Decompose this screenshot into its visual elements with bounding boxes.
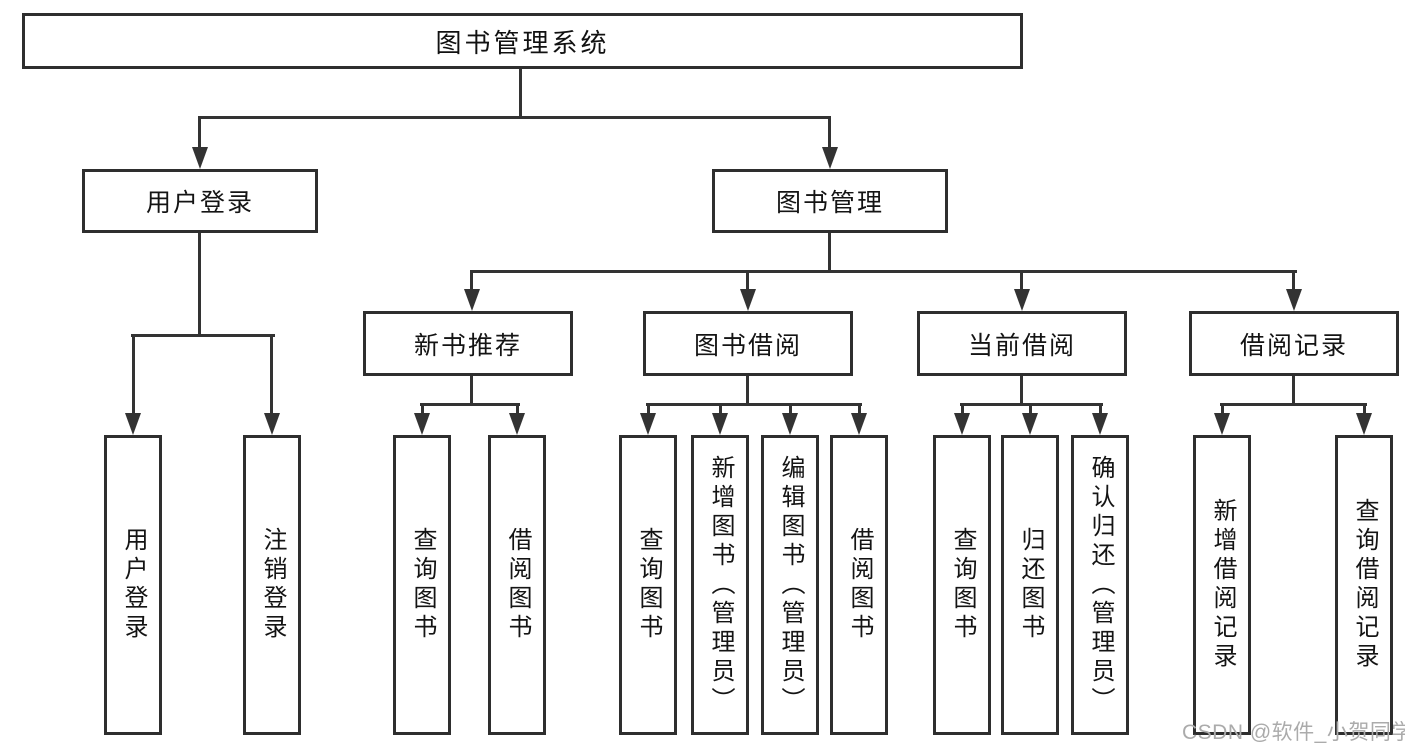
leaf-query-book-current: 查询图书 <box>933 435 991 735</box>
leaf-confirm-return-admin-label: 确认归还（管理员） <box>1087 454 1114 716</box>
csdn-watermark: CSDN @软件_小贺同学 <box>1182 721 1405 744</box>
leaf-add-borrow-record-label: 新增借阅记录 <box>1209 498 1236 672</box>
connector-line <box>198 116 201 149</box>
node-borrow-records-label: 借阅记录 <box>1239 331 1348 360</box>
connector-branch <box>646 403 862 406</box>
connector-line <box>1363 403 1366 415</box>
connector-line <box>746 376 749 405</box>
connector-line <box>198 233 201 336</box>
connector-branch <box>420 403 520 406</box>
leaf-query-borrow-record: 查询借阅记录 <box>1335 435 1393 735</box>
node-current-borrow-label: 当前借阅 <box>967 331 1076 360</box>
arrow-down-icon <box>414 413 430 435</box>
leaf-confirm-return-admin: 确认归还（管理员） <box>1071 435 1129 735</box>
leaf-logout: 注销登录 <box>243 435 301 735</box>
arrow-down-icon <box>1092 413 1108 435</box>
connector-line <box>270 334 273 414</box>
arrow-down-icon <box>740 289 756 311</box>
connector-line <box>1221 403 1224 415</box>
connector-line <box>828 116 831 149</box>
node-book-management-label: 图书管理 <box>775 189 884 217</box>
leaf-query-book-current-label: 查询图书 <box>949 527 976 643</box>
node-current-borrow: 当前借阅 <box>917 311 1127 376</box>
node-borrow-records: 借阅记录 <box>1189 311 1399 376</box>
connector-line <box>961 403 964 415</box>
connector-branch <box>470 270 1297 273</box>
arrow-down-icon <box>782 413 798 435</box>
arrow-down-icon <box>1214 413 1230 435</box>
node-new-book-recommend-label: 新书推荐 <box>413 331 522 360</box>
node-new-book-recommend: 新书推荐 <box>363 311 573 376</box>
connector-branch <box>131 334 275 337</box>
connector-line <box>1292 376 1295 405</box>
connector-line <box>516 403 519 415</box>
connector-line <box>1020 376 1023 405</box>
leaf-edit-book-admin-label: 编辑图书（管理员） <box>777 454 804 716</box>
arrow-down-icon <box>509 413 525 435</box>
arrow-down-icon <box>640 413 656 435</box>
arrow-down-icon <box>464 289 480 311</box>
leaf-add-book-admin-label: 新增图书（管理员） <box>707 454 734 716</box>
leaf-borrow-book-label: 借阅图书 <box>846 527 873 643</box>
arrow-down-icon <box>822 147 838 169</box>
connector-line <box>828 233 831 273</box>
leaf-query-book-recommend-label: 查询图书 <box>409 527 436 643</box>
leaf-query-book-borrow: 查询图书 <box>619 435 677 735</box>
leaf-query-book-recommend: 查询图书 <box>393 435 451 735</box>
arrow-down-icon <box>1014 289 1030 311</box>
node-root-system: 图书管理系统 <box>22 13 1023 69</box>
arrow-down-icon <box>712 413 728 435</box>
node-user-login: 用户登录 <box>82 169 318 233</box>
arrow-down-icon <box>954 413 970 435</box>
connector-line <box>1292 270 1295 291</box>
leaf-return-book-label: 归还图书 <box>1017 527 1044 643</box>
connector-line <box>519 69 522 119</box>
arrow-down-icon <box>1286 289 1302 311</box>
connector-line <box>470 376 473 405</box>
connector-branch <box>1220 403 1367 406</box>
leaf-edit-book-admin: 编辑图书（管理员） <box>761 435 819 735</box>
leaf-user-login-label: 用户登录 <box>120 527 147 643</box>
arrow-down-icon <box>125 413 141 435</box>
node-user-login-label: 用户登录 <box>145 189 254 217</box>
connector-line <box>746 270 749 291</box>
leaf-borrow-book-recommend: 借阅图书 <box>488 435 546 735</box>
leaf-query-book-borrow-label: 查询图书 <box>635 527 662 643</box>
leaf-add-borrow-record: 新增借阅记录 <box>1193 435 1251 735</box>
connector-line <box>1029 403 1032 415</box>
connector-line <box>132 334 135 414</box>
arrow-down-icon <box>851 413 867 435</box>
arrow-down-icon <box>1356 413 1372 435</box>
node-root-label: 图书管理系统 <box>435 27 610 58</box>
node-book-management: 图书管理 <box>712 169 948 233</box>
leaf-query-borrow-record-label: 查询借阅记录 <box>1351 498 1378 672</box>
connector-line <box>647 403 650 415</box>
leaf-logout-label: 注销登录 <box>259 527 286 643</box>
connector-line <box>719 403 722 415</box>
connector-line <box>1020 270 1023 291</box>
connector-line <box>421 403 424 415</box>
leaf-borrow-book-recommend-label: 借阅图书 <box>504 527 531 643</box>
node-book-borrow-label: 图书借阅 <box>693 331 802 360</box>
arrow-down-icon <box>264 413 280 435</box>
leaf-add-book-admin: 新增图书（管理员） <box>691 435 749 735</box>
connector-line <box>470 270 473 291</box>
arrow-down-icon <box>192 147 208 169</box>
node-book-borrow: 图书借阅 <box>643 311 853 376</box>
connector-line <box>789 403 792 415</box>
leaf-return-book: 归还图书 <box>1001 435 1059 735</box>
arrow-down-icon <box>1022 413 1038 435</box>
connector-branch <box>198 116 831 119</box>
leaf-borrow-book: 借阅图书 <box>830 435 888 735</box>
connector-line <box>1099 403 1102 415</box>
leaf-user-login: 用户登录 <box>104 435 162 735</box>
connector-line <box>858 403 861 415</box>
